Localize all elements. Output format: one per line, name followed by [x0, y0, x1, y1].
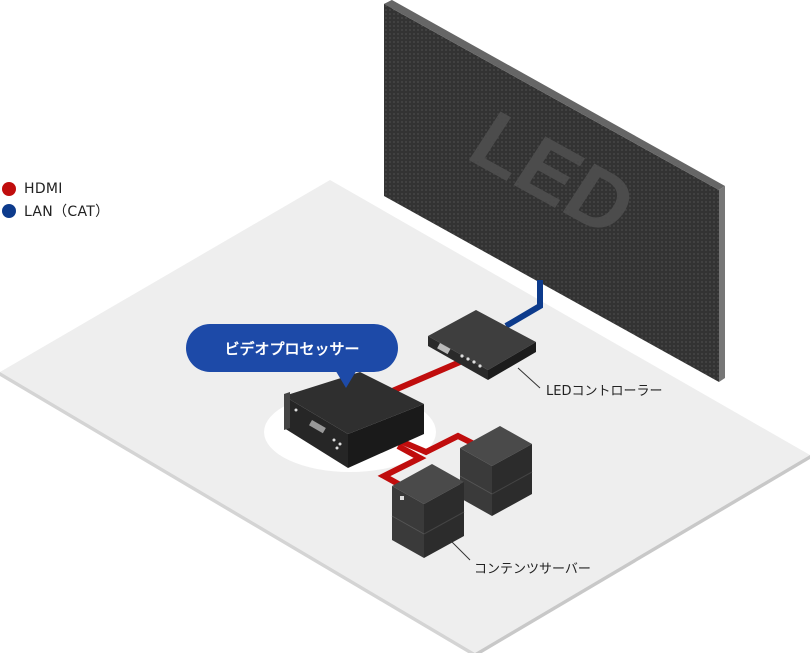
video-processor [284, 372, 424, 468]
led-wall: LED [384, 0, 725, 382]
video-processor-callout: ビデオプロセッサー [186, 324, 398, 372]
servers-label: コンテンツサーバー [474, 562, 591, 577]
legend-item-lan: LAN（CAT） [2, 200, 109, 222]
floor-edge [0, 372, 475, 653]
controller-display [437, 343, 451, 355]
floor-edge-right [475, 455, 810, 653]
content-server-front [391, 464, 465, 558]
content-server-back [459, 426, 533, 516]
legend-item-hdmi: HDMI [2, 178, 109, 200]
lan-dot-icon [2, 204, 16, 218]
hdmi-dot-icon [2, 182, 16, 196]
callout-tail [334, 368, 358, 388]
led-controller [428, 310, 536, 380]
legend-label-lan: LAN（CAT） [24, 204, 110, 220]
controller-leader [517, 367, 541, 389]
lan-cable [504, 280, 543, 329]
hdmi-cables [377, 359, 480, 489]
servers-leader [449, 539, 471, 561]
legend: HDMI LAN（CAT） [2, 178, 109, 222]
legend-label-hdmi: HDMI [24, 181, 63, 197]
controller-label: LEDコントローラー [546, 384, 663, 399]
processor-display [309, 419, 326, 434]
